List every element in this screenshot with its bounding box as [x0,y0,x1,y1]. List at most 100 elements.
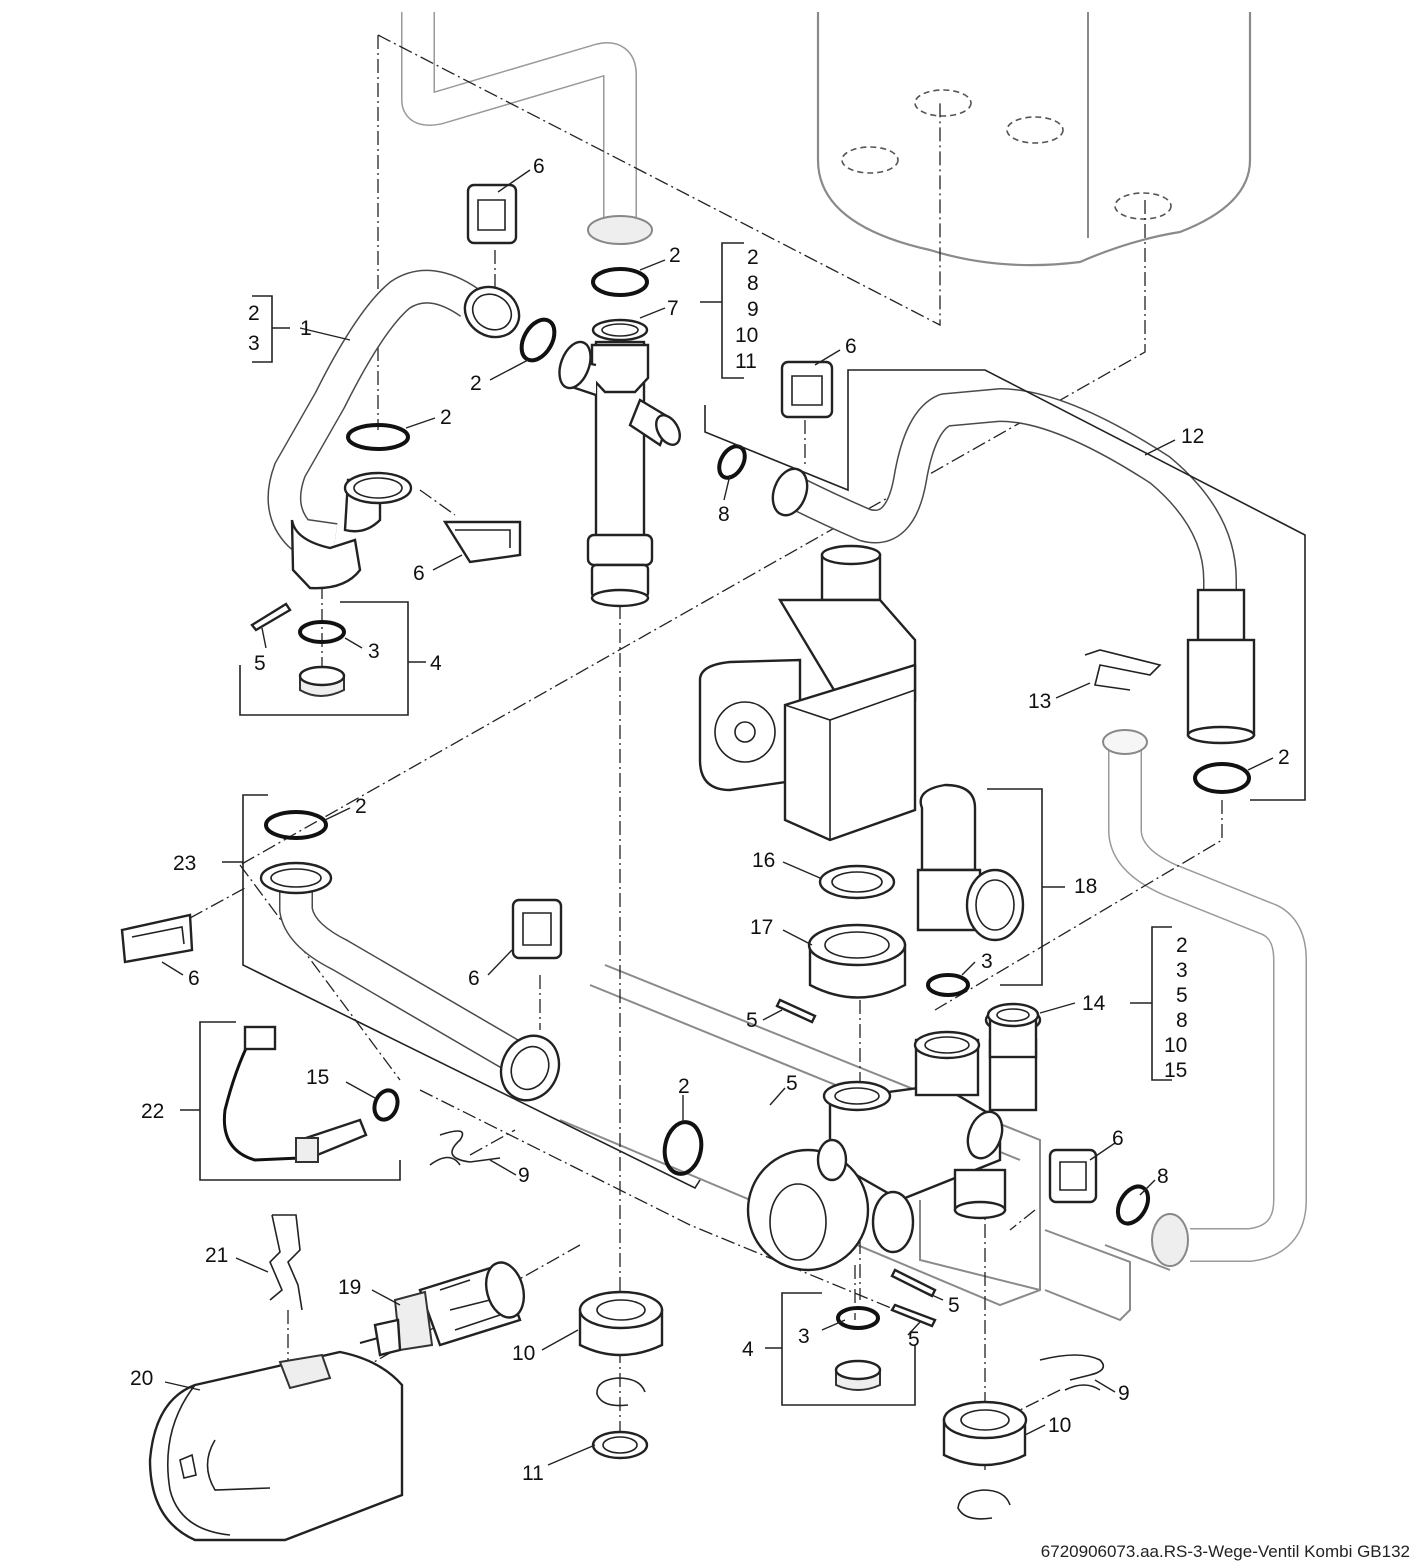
callout-10: 10 [1048,1414,1071,1437]
clip-6-valve-right [1048,1148,1098,1204]
o-ring-8-tee [717,444,747,480]
callout-18: 18 [1074,875,1097,898]
svg-text:2: 2 [1176,934,1188,957]
clip-6-left-pipe [442,520,522,564]
spring-clip-9-left [429,1130,501,1166]
group-list-14: 2 3 5 8 10 15 [1164,934,1188,1082]
bracket-7 [700,242,744,379]
svg-text:15: 15 [1164,1059,1187,1082]
callout-3: 3 [368,640,380,663]
o-ring-2-right [1193,762,1251,794]
clip-6-top [466,183,518,245]
o-ring-8-right [1115,1184,1151,1226]
callout-12: 12 [1181,425,1204,448]
right-ghost-pipe [1102,729,1307,1267]
clip-6-mid [511,898,563,960]
washer-16 [818,864,896,900]
o-ring-2-tee-side [519,317,557,363]
callout-23: 23 [173,852,196,875]
bracket-22 [180,1021,401,1181]
leader-lines [161,169,1274,1466]
washer-11 [591,1430,649,1460]
callout-15: 15 [306,1066,329,1089]
svg-text:10: 10 [1164,1034,1187,1057]
callout-3: 3 [798,1325,810,1348]
svg-text:3: 3 [248,332,260,355]
plug-lower [834,1359,882,1391]
o-ring-2-left-top [346,423,410,451]
clip-5-mid [775,998,817,1024]
callout-1: 1 [300,317,312,340]
group-list-7: 2 8 9 10 11 [735,246,759,373]
svg-text:10: 10 [735,324,758,347]
pipe-1 [267,269,521,590]
figure-caption: 6720906073.aa.RS-3-Wege-Ventil Kombi GB1… [1041,1542,1410,1561]
fitting-14 [986,1002,1040,1059]
o-ring-15 [372,1088,400,1122]
callout-4: 4 [430,652,442,675]
pipe-12 [771,388,1256,745]
svg-text:9: 9 [747,298,759,321]
pipe-23 [259,861,561,1102]
tee-piece-7 [558,318,681,608]
o-ring-3-valve [926,973,970,997]
union-nut-17 [807,923,907,999]
svg-text:8: 8 [1176,1009,1188,1032]
callout-5: 5 [908,1328,920,1351]
nut-10-right [942,1400,1028,1467]
callout-17: 17 [750,916,773,939]
callout-6: 6 [1112,1127,1124,1150]
callout-10: 10 [512,1342,535,1365]
callout-13: 13 [1028,690,1051,713]
o-ring-2-tee-top [591,267,649,297]
callout-5: 5 [746,1009,758,1032]
o-ring-2-valve [662,1120,704,1176]
temperature-sensor-22 [222,1025,368,1163]
callout-14: 14 [1082,992,1106,1015]
clip-6-right [780,360,834,419]
callout-5: 5 [948,1294,960,1317]
callout-16: 16 [752,849,775,872]
callout-5: 5 [786,1072,798,1095]
clip-5-left [250,602,292,632]
pump-head [698,544,917,842]
bracket-1 [252,295,290,363]
callout-6: 6 [845,335,857,358]
clip-5-low-b [890,1303,937,1328]
callout-6: 6 [188,967,200,990]
svg-text:8: 8 [747,272,759,295]
o-ring-3-left [298,620,346,644]
callout-3: 3 [981,950,993,973]
callout-2: 2 [440,406,452,429]
valve-cartridge-19 [359,1261,526,1357]
circlip-left [596,1377,646,1407]
bracket-4-right [765,1292,916,1406]
bracket-23 [222,794,701,1190]
spring-clip-9-right [1039,1354,1105,1391]
circlip-right [957,1489,1011,1520]
callout-5: 5 [254,652,266,675]
bracket-4-left [239,601,426,716]
retaining-clip-21 [269,1214,303,1311]
callout-8: 8 [718,503,730,526]
callout-2: 2 [1278,746,1290,769]
plug-left [298,665,346,697]
callout-6: 6 [533,155,545,178]
svg-text:11: 11 [735,350,757,373]
callout-22: 22 [141,1100,164,1123]
callout-6: 6 [468,967,480,990]
group-list-1: 2 3 [248,302,260,355]
callout-9: 9 [1118,1382,1130,1405]
nut-10-left [578,1290,664,1357]
callout-8: 8 [1157,1165,1169,1188]
safety-valve-18 [916,783,1025,942]
svg-text:2: 2 [248,302,260,325]
bracket-14 [1130,926,1172,1081]
callout-4: 4 [742,1338,754,1361]
clip-5-low-a [890,1268,937,1298]
clip-13 [1084,649,1162,691]
o-ring-2-pipe23 [264,810,328,840]
callout-2: 2 [678,1075,690,1098]
tank-vessel [816,12,1252,267]
